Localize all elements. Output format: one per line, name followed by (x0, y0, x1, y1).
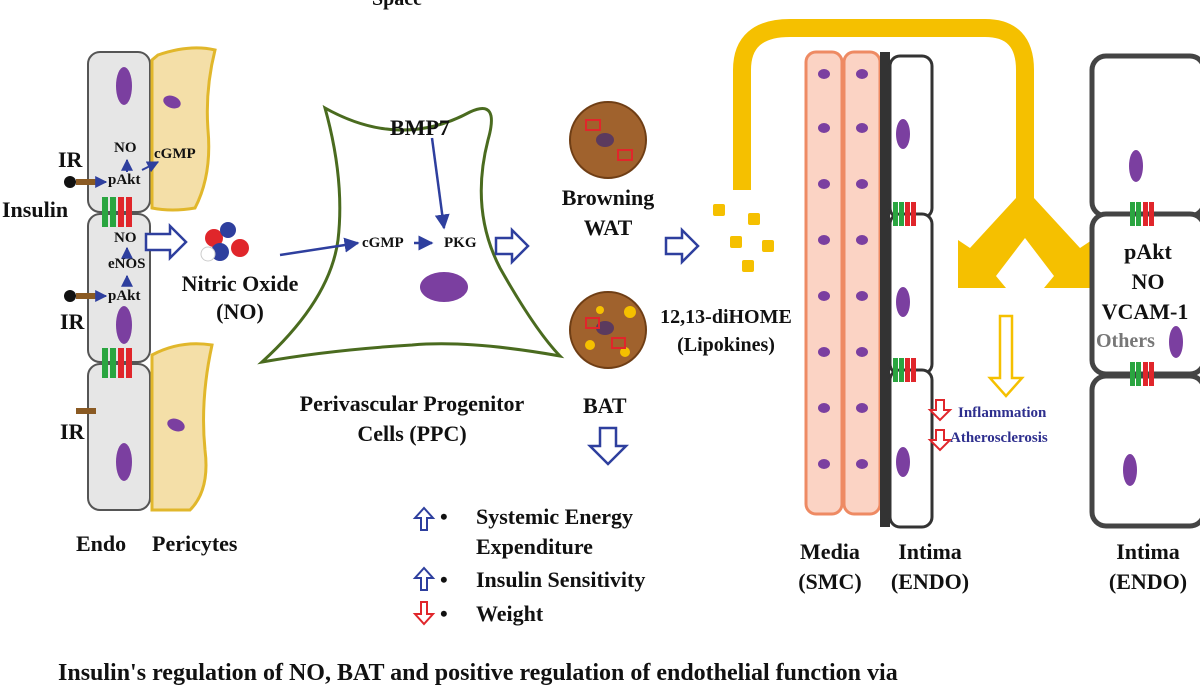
hollow-arrow-down-bat (586, 426, 630, 466)
nitric-oxide-line1: Nitric Oxide (181, 271, 299, 296)
right-vcam-label: VCAM-1 (1101, 299, 1189, 324)
endothelial-cell-column (87, 51, 151, 511)
right-intima-cells (1089, 53, 1200, 529)
browning-wat-label: Browning WAT (548, 185, 668, 241)
yellow-curved-arrow (733, 19, 1034, 205)
red-down-arrow-1 (927, 399, 953, 422)
right-intima-line2: (ENDO) (1108, 569, 1188, 595)
cgmp-ppc-label: cGMP (362, 235, 404, 251)
inflammation-label: Inflammation (958, 405, 1047, 421)
lipokine-squares (713, 204, 774, 272)
nucleus-pericyte-2 (167, 418, 185, 432)
insulin-label: Insulin (2, 197, 69, 222)
no-top-label: NO (114, 140, 137, 156)
effect-bullet-3: • (440, 601, 448, 626)
smc-layer (804, 50, 882, 516)
atherosclerosis-label: Atherosclerosis (950, 430, 1048, 446)
pakt-top-label: pAkt (108, 172, 141, 188)
right-intima-line1: Intima (1116, 539, 1180, 564)
nucleus-endo-1 (116, 67, 132, 105)
ppc-nucleus (420, 272, 468, 302)
browning-line1: Browning (561, 185, 655, 210)
left-small-arrows (95, 158, 160, 302)
media-line1: Media (800, 539, 860, 564)
right-others-label: Others (1096, 330, 1155, 352)
enos-label: eNOS (108, 256, 146, 272)
insulin-receptors (64, 176, 98, 414)
ir-label-2: IR (60, 309, 85, 334)
lipokine-line2: (Lipokines) (677, 334, 775, 356)
pericytes-shapes (150, 46, 217, 512)
intima-cells (888, 54, 934, 529)
effect-text-3: Weight (476, 601, 544, 626)
right-no-label: NO (1131, 269, 1165, 294)
hollow-arrow-down-yellow (987, 314, 1025, 398)
effect-arrows (412, 506, 436, 626)
effect-1-line2: Expenditure (476, 534, 593, 560)
red-down-arrow-2 (927, 429, 953, 452)
caption-partial: Insulin's regulation of NO, BAT and posi… (58, 660, 898, 686)
effect-bullet-2: • (440, 567, 448, 592)
top-partial-label: Space (372, 0, 422, 10)
nitric-oxide-molecule (200, 222, 249, 262)
intima-label: Intima (ENDO) (878, 539, 982, 595)
effect-1-line1: Systemic Energy (476, 504, 634, 529)
nitric-oxide-line2: (NO) (216, 299, 264, 325)
lipokine-label: 12,13-diHOME (Lipokines) (650, 306, 802, 356)
yellow-fork-arrow (958, 198, 1092, 288)
media-label: Media (SMC) (780, 539, 880, 595)
hollow-arrow-1 (144, 222, 188, 262)
bat-cell (569, 291, 647, 369)
bat-label: BAT (583, 393, 627, 418)
effect-text-2: Insulin Sensitivity (476, 567, 646, 592)
ppc-label: Perivascular Progenitor Cells (PPC) (262, 391, 562, 447)
ppc-line1: Perivascular Progenitor (299, 391, 525, 416)
effect-text-1: Systemic Energy Expenditure (476, 504, 634, 560)
pakt-mid-label: pAkt (108, 288, 141, 304)
pkg-label: PKG (444, 235, 477, 251)
pericytes-label: Pericytes (152, 531, 238, 556)
ppc-cell-shape (257, 104, 565, 365)
nucleus-endo-3 (116, 443, 132, 481)
intima-line2: (ENDO) (890, 569, 970, 595)
nucleus-pericyte-1 (163, 95, 181, 109)
basement-membrane (880, 52, 890, 527)
right-intima-label: Intima (ENDO) (1096, 539, 1200, 595)
browning-line2: WAT (583, 215, 633, 241)
media-line2: (SMC) (798, 569, 862, 595)
ir-label-1: IR (58, 147, 83, 172)
ir-label-3: IR (60, 419, 85, 444)
lipokine-line1: 12,13-diHOME (660, 306, 792, 328)
nitric-oxide-label: Nitric Oxide (NO) (162, 271, 318, 325)
hollow-arrow-2 (494, 226, 530, 266)
bmp7-label: BMP7 (390, 115, 450, 140)
intima-line1: Intima (898, 539, 962, 564)
right-pakt-label: pAkt (1124, 239, 1172, 264)
nucleus-endo-2 (116, 306, 132, 344)
endo-label: Endo (76, 531, 127, 556)
ppc-line2: Cells (PPC) (357, 421, 467, 447)
cgmp-left-label: cGMP (154, 146, 196, 162)
hollow-arrow-3 (664, 226, 700, 266)
ppc-arrows (279, 137, 450, 257)
no-mid-label: NO (114, 230, 137, 246)
effect-bullet-1: • (440, 504, 448, 529)
wat-cell (569, 101, 647, 179)
